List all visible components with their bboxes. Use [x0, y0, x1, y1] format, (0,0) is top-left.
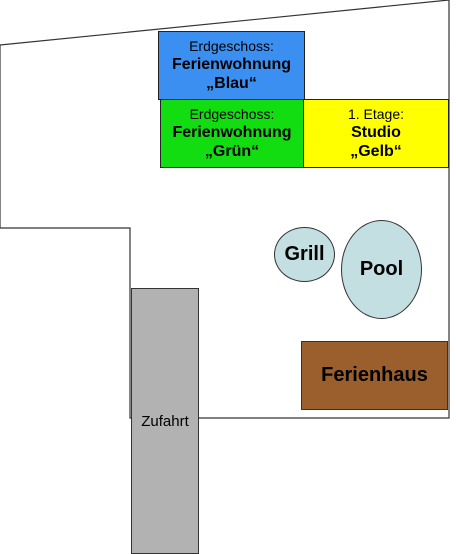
- apartment-gruen-floor: Erdgeschoss:: [189, 105, 275, 122]
- apartment-blau-type: Ferienwohnung: [171, 55, 292, 73]
- studio-gelb-name: „Gelb“: [350, 142, 402, 160]
- driveway: Zufahrt: [131, 288, 199, 554]
- grill-area: Grill: [274, 227, 335, 282]
- driveway-label: Zufahrt: [141, 412, 189, 430]
- apartment-blau-floor: Erdgeschoss:: [189, 37, 274, 54]
- holiday-house-label: Ferienhaus: [321, 364, 428, 386]
- apartment-gruen-type: Ferienwohnung: [172, 123, 292, 141]
- apartment-blau: Erdgeschoss: Ferienwohnung „Blau“: [158, 31, 305, 100]
- pool-area: Pool: [341, 220, 422, 319]
- apartment-gruen: Erdgeschoss: Ferienwohnung „Grün“: [160, 99, 304, 168]
- apartment-gruen-name: „Grün“: [204, 142, 260, 160]
- pool-label: Pool: [359, 258, 404, 280]
- grill-label: Grill: [284, 243, 325, 265]
- apartment-blau-name: „Blau“: [206, 74, 257, 92]
- holiday-house: Ferienhaus: [301, 341, 448, 410]
- studio-gelb-type: Studio: [351, 123, 401, 141]
- studio-gelb: 1. Etage: Studio „Gelb“: [303, 99, 449, 168]
- studio-gelb-floor: 1. Etage:: [347, 105, 405, 122]
